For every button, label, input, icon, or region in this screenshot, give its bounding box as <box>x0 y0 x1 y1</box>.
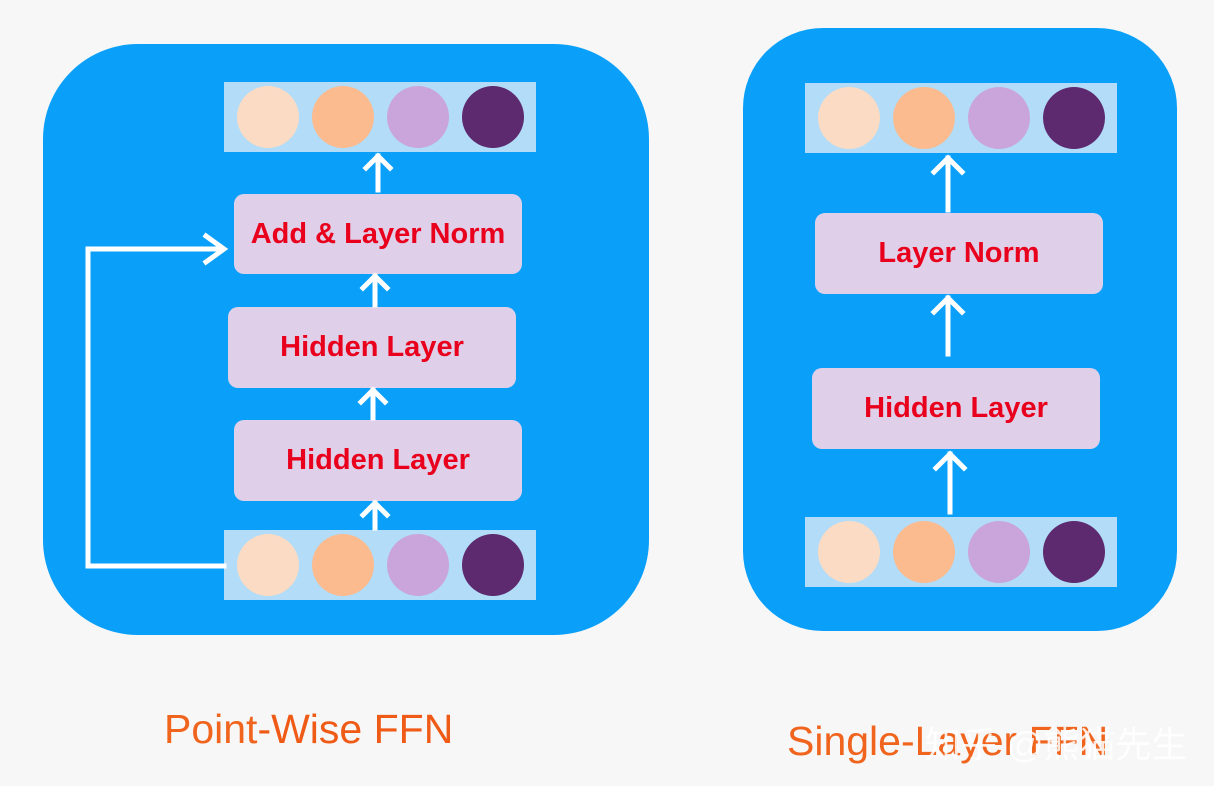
watermark-logo: 知乎 @熊猫先生 <box>925 724 1188 765</box>
vector-cell <box>1042 87 1105 149</box>
layer-norm-label: Layer Norm <box>878 237 1040 269</box>
vector-cell <box>817 521 880 583</box>
caption-part: -Wise FFN <box>257 706 454 752</box>
vector-cell <box>236 86 299 148</box>
caption-part: Point <box>164 706 258 752</box>
hidden-layer-label: Hidden Layer <box>280 331 464 363</box>
layer-norm-box: Layer Norm <box>815 213 1103 294</box>
vector-cell <box>386 534 449 596</box>
vector-cell <box>461 534 524 596</box>
left-hidden-layer-top-box: Hidden Layer <box>228 307 516 388</box>
right-input-vector <box>805 517 1117 587</box>
hidden-layer-label: Hidden Layer <box>286 444 470 476</box>
vector-cell <box>1042 521 1105 583</box>
vector-cell <box>892 521 955 583</box>
add-layer-norm-box: Add & Layer Norm <box>234 194 522 274</box>
vector-cell <box>311 86 374 148</box>
point-wise-ffn-caption: Point-Wise FFN <box>164 706 453 753</box>
vector-cell <box>311 534 374 596</box>
vector-cell <box>236 534 299 596</box>
left-input-vector <box>224 530 536 600</box>
right-output-vector <box>805 83 1117 153</box>
single-layer-ffn-caption: Single-Layer FFN <box>787 718 1109 764</box>
vector-cell <box>461 86 524 148</box>
vector-cell <box>386 86 449 148</box>
hidden-layer-label: Hidden Layer <box>864 392 1048 424</box>
vector-cell <box>967 521 1030 583</box>
vector-cell <box>967 87 1030 149</box>
vector-cell <box>817 87 880 149</box>
add-layer-norm-label: Add & Layer Norm <box>250 217 506 250</box>
left-hidden-layer-bottom-box: Hidden Layer <box>234 420 522 501</box>
right-hidden-layer-box: Hidden Layer <box>812 368 1100 449</box>
left-output-vector <box>224 82 536 152</box>
vector-cell <box>892 87 955 149</box>
